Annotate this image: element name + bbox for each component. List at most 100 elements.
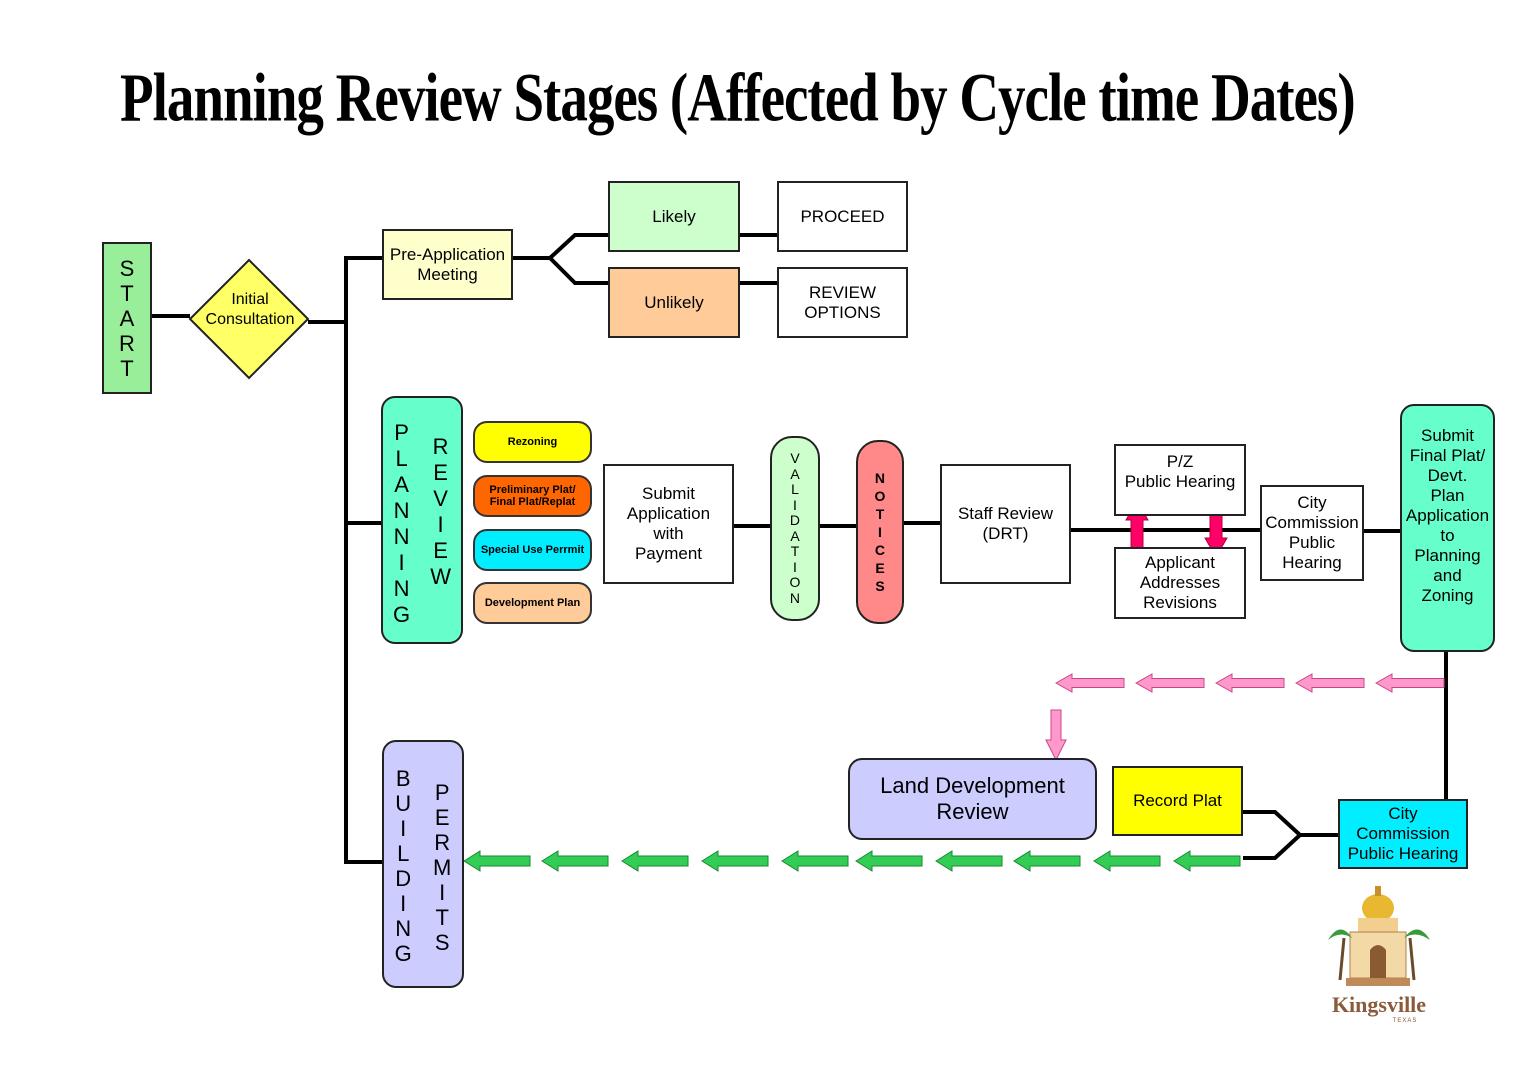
connector-commission-building bbox=[1243, 833, 1302, 860]
letter: N bbox=[393, 498, 410, 523]
page-title: Planning Review Stages (Affected by Cycl… bbox=[120, 59, 1356, 136]
connector-recordplat-commission bbox=[1243, 810, 1338, 837]
letter: A bbox=[119, 305, 135, 331]
staff-review-box: Staff Review (DRT) bbox=[940, 464, 1071, 584]
green-left-arrow bbox=[1173, 850, 1241, 872]
letter: L bbox=[397, 841, 410, 866]
green-left-arrow bbox=[621, 850, 689, 872]
connector-preapp-unlikely bbox=[548, 256, 608, 285]
green-left-arrow bbox=[1013, 850, 1081, 872]
letter: W bbox=[430, 564, 451, 589]
pink-left-arrow bbox=[1374, 673, 1445, 693]
green-left-arrow bbox=[701, 850, 769, 872]
letter: I bbox=[400, 891, 407, 916]
pre-application-box: Pre-Application Meeting bbox=[382, 229, 513, 300]
land-development-review-box: Land Development Review bbox=[848, 758, 1097, 840]
letter: G bbox=[394, 941, 412, 966]
green-left-arrow bbox=[541, 850, 609, 872]
city-commission-bottom-box: City Commission Public Hearing bbox=[1338, 799, 1468, 869]
letter: T bbox=[875, 506, 885, 522]
green-left-arrow bbox=[1093, 850, 1161, 872]
green-left-arrow bbox=[855, 850, 923, 872]
letter: E bbox=[433, 538, 448, 563]
letter: I bbox=[793, 558, 797, 575]
submit-application-box: Submit Application with Payment bbox=[603, 464, 734, 584]
letter: P bbox=[394, 420, 409, 445]
letter: D bbox=[395, 866, 412, 891]
letter: V bbox=[433, 486, 448, 511]
letter: O bbox=[874, 488, 886, 504]
letter: E bbox=[875, 560, 885, 576]
letter: A bbox=[394, 472, 409, 497]
pink-left-arrow bbox=[1214, 673, 1285, 693]
letter: L bbox=[395, 446, 408, 471]
letter: C bbox=[874, 542, 886, 558]
initial-consultation-diamond bbox=[188, 258, 310, 380]
kingsville-building-icon bbox=[1328, 886, 1430, 986]
letter: A bbox=[790, 465, 800, 482]
record-plat-box: Record Plat bbox=[1112, 766, 1243, 836]
green-left-arrow bbox=[463, 850, 531, 872]
letter: R bbox=[119, 330, 135, 356]
letter: N bbox=[395, 916, 412, 941]
pink-left-arrow bbox=[1054, 673, 1125, 693]
letter: S bbox=[875, 578, 885, 594]
likely-box: Likely bbox=[608, 181, 740, 252]
letter: M bbox=[433, 855, 452, 880]
logo-sub: TEXAS bbox=[1392, 1018, 1418, 1024]
letter: I bbox=[793, 496, 797, 513]
review-options-box: REVIEW OPTIONS bbox=[777, 267, 908, 338]
letter: P bbox=[434, 780, 450, 805]
preliminary-plat-option: Preliminary Plat/ Final Plat/Replat bbox=[473, 475, 592, 517]
logo-name: Kingsville bbox=[1331, 992, 1427, 1017]
letter: R bbox=[434, 830, 451, 855]
special-use-permit-option: Special Use Perrmit bbox=[473, 529, 592, 571]
letter: A bbox=[790, 527, 800, 544]
letter: S bbox=[119, 255, 135, 281]
development-plan-option: Development Plan bbox=[473, 582, 592, 624]
green-left-arrow bbox=[935, 850, 1003, 872]
letter: T bbox=[120, 280, 134, 306]
letter: O bbox=[789, 574, 801, 590]
letter: T bbox=[790, 543, 800, 559]
letter: N bbox=[789, 589, 801, 606]
applicant-revisions-box: Applicant Addresses Revisions bbox=[1114, 547, 1246, 619]
letter: V bbox=[790, 450, 800, 466]
connector-preapp-likely bbox=[513, 233, 608, 260]
initial-consultation-label: Initial Consultation bbox=[205, 291, 295, 328]
pz-public-hearing-box: P/Z Public Hearing bbox=[1114, 444, 1246, 516]
letter: N bbox=[393, 576, 410, 601]
green-left-arrow bbox=[781, 850, 849, 872]
letter: N bbox=[393, 524, 410, 549]
pink-left-arrow bbox=[1134, 673, 1205, 693]
letter: S bbox=[434, 930, 450, 955]
letter: G bbox=[393, 602, 411, 627]
letter: I bbox=[400, 816, 407, 841]
pink-left-arrow bbox=[1294, 673, 1365, 693]
city-commission-hearing-box: City Commission Public Hearing bbox=[1260, 485, 1364, 581]
kingsville-logo: Kingsville TEXAS bbox=[1318, 880, 1438, 1030]
letter: I bbox=[398, 550, 405, 575]
letter: I bbox=[437, 512, 444, 537]
letter: T bbox=[120, 355, 134, 381]
letter: B bbox=[395, 766, 411, 791]
letter: E bbox=[433, 460, 448, 485]
unlikely-box: Unlikely bbox=[608, 267, 740, 338]
pink-down-arrow bbox=[1045, 709, 1067, 762]
submit-final-plat-box: Submit Final Plat/ Devt. Plan Applicatio… bbox=[1400, 404, 1495, 652]
proceed-box: PROCEED bbox=[777, 181, 908, 252]
letter: U bbox=[395, 791, 412, 816]
letter: T bbox=[435, 905, 449, 930]
